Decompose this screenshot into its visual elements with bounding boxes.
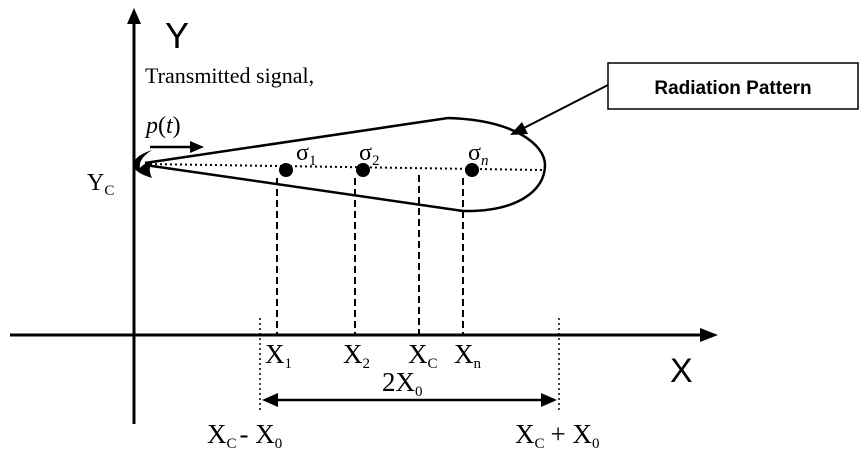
radiation-pattern-callout-box [607,62,859,110]
x-axis-arrowhead [700,328,718,342]
yc-label: YC [87,170,114,199]
scatterer-n [465,163,479,177]
right-bound-label: XC+ X0 [515,419,600,452]
y-axis-arrowhead [127,8,141,24]
x1-label: X1 [265,339,292,372]
radiation-beam-pattern [144,116,547,213]
sigma-n-label: σn [468,140,488,169]
pulse-function-label: p(t) [144,113,181,139]
radiation-pattern-callout-label: Radiation Pattern [654,78,811,99]
x2-label: X2 [343,339,370,372]
left-bound-label: XC- X0 [207,419,282,452]
antenna-icon [133,150,156,178]
xc-label: XC [408,339,438,372]
signal-direction-arrowhead [190,141,204,153]
span-label: 2X0 [382,367,423,400]
x-axis-label: X [670,352,693,390]
scatterer-2 [356,163,370,177]
callout-pointer-arrowhead [510,122,528,135]
sigma-2-label: σ2 [359,140,379,169]
callout-pointer-line [519,84,609,131]
sigma-1-label: σ1 [296,140,316,169]
scatterer-1 [279,163,293,177]
xn-label: Xn [454,339,482,372]
y-axis-label: Y [165,15,189,56]
transmitted-signal-label: Transmitted signal, [145,63,314,88]
span-arrow-right-head [541,393,557,407]
span-arrow-left-head [262,393,278,407]
